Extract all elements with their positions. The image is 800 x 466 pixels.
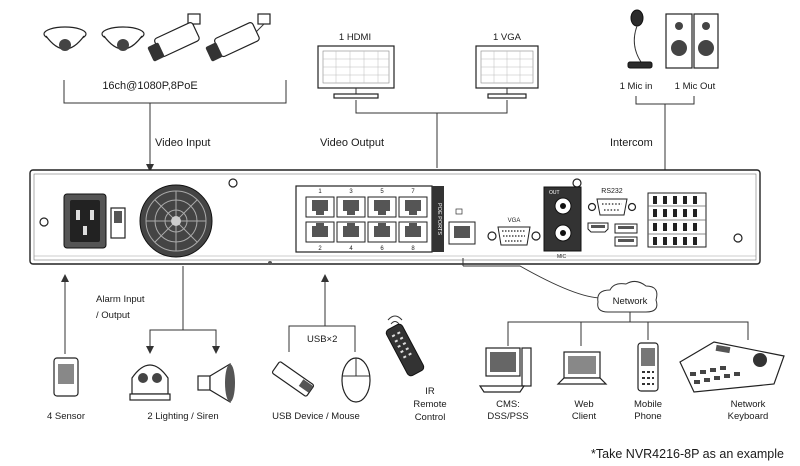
web-client-label-line2: Client [572, 411, 597, 422]
mic-out-label: 1 Mic Out [675, 81, 716, 92]
cms-label-line1: CMS: [496, 399, 520, 410]
video-input-label: Video Input [155, 137, 210, 149]
dome-camera-icon [101, 26, 145, 51]
network-label: Network [613, 296, 648, 307]
rj45-port-icon [336, 196, 366, 218]
cooling-fan-icon [139, 184, 213, 258]
port-number: 7 [411, 189, 415, 195]
port-number: 2 [318, 246, 322, 252]
video-output-label: Video Output [320, 137, 384, 149]
poe-port-block: POE PORTS 1 3 5 7 2 4 6 8 [295, 185, 444, 253]
usb-port-icon [614, 223, 638, 247]
cms-computer-icon [478, 347, 532, 393]
alarm-io-label-line2: / Output [96, 310, 130, 321]
vga-port-icon [487, 226, 541, 246]
network-keyboard-icon [679, 341, 785, 393]
laptop-icon [556, 351, 608, 385]
microphone-icon [627, 9, 653, 69]
bullet-camera-icon [147, 13, 201, 62]
audio-port-block: OUT MIC [543, 186, 582, 260]
hdmi-label: 1 HDMI [339, 32, 371, 43]
mic-port-label: MIC [557, 254, 567, 260]
mic-in-label: 1 Mic in [620, 81, 653, 92]
mouse-icon [341, 357, 371, 403]
sensor-label: 4 Sensor [47, 411, 85, 422]
rj45-port-icon [305, 221, 335, 243]
rj45-port-icon [367, 196, 397, 218]
hdmi-monitor-icon [317, 45, 395, 99]
cameras-label: 16ch@1080P,8PoE [102, 80, 197, 92]
bullet-camera-icon [205, 13, 271, 62]
web-client-label-line1: Web [574, 399, 593, 410]
mobile-phone-icon [637, 342, 659, 392]
hdmi-port-icon [587, 222, 609, 233]
rj45-port-icon [367, 221, 397, 243]
power-switch-icon [110, 207, 126, 239]
power-socket-icon [63, 193, 107, 249]
rj45-port-icon [398, 196, 428, 218]
usb-device-label: USB Device / Mouse [272, 411, 360, 422]
ir-label-line2: Remote [413, 399, 446, 410]
vga-port-label: VGA [508, 218, 521, 224]
dome-camera-icon [43, 26, 87, 51]
alarm-io-label-line1: Alarm Input [96, 294, 145, 305]
poe-port-numbers-bottom: 2 4 6 8 [318, 246, 415, 252]
network-keyboard-label-line2: Keyboard [728, 411, 769, 422]
cms-label-line2: DSS/PSS [487, 411, 528, 422]
network-port-icon [448, 208, 476, 245]
port-number: 1 [318, 189, 322, 195]
audio-out-label: OUT [549, 190, 560, 196]
mobile-phone-label-line1: Mobile [634, 399, 662, 410]
ir-remote-icon [385, 315, 425, 377]
port-number: 5 [380, 189, 384, 195]
vga-output-label: 1 VGA [493, 32, 522, 43]
mobile-phone-label-line2: Phone [634, 411, 661, 422]
usb-stick-icon [271, 361, 315, 397]
ir-label-line3: Control [415, 412, 446, 423]
network-keyboard-label-line1: Network [731, 399, 766, 410]
usb-count-label: USB×2 [307, 334, 337, 345]
speaker-icon [665, 13, 719, 69]
lighting-icon [129, 364, 171, 401]
network-cloud-icon [597, 280, 658, 313]
poe-port-numbers-top: 1 3 5 7 [318, 189, 415, 195]
rj45-port-icon [336, 221, 366, 243]
poe-ports-label: POE PORTS [436, 203, 442, 235]
alarm-terminal-block [647, 192, 707, 248]
vga-monitor-icon [475, 45, 539, 99]
intercom-label: Intercom [610, 137, 653, 149]
rj45-port-icon [305, 196, 335, 218]
footnote: *Take NVR4216-8P as an example [591, 447, 784, 461]
siren-icon [197, 362, 235, 404]
port-number: 3 [349, 189, 353, 195]
rs232-label: RS232 [601, 188, 623, 195]
ir-label-line1: IR [425, 386, 435, 397]
lighting-siren-label: 2 Lighting / Siren [147, 411, 218, 422]
nvr-rear-panel: POE PORTS 1 3 5 7 2 4 6 8 [29, 169, 761, 265]
port-number: 8 [411, 246, 415, 252]
port-number: 4 [349, 246, 353, 252]
sensor-icon [53, 357, 79, 397]
port-number: 6 [380, 246, 384, 252]
rs232-port-icon [587, 198, 637, 216]
rj45-port-icon [398, 221, 428, 243]
